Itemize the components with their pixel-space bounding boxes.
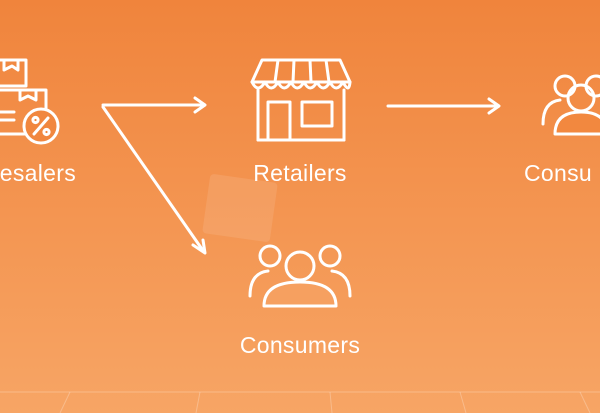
wholesale-boxes-icon <box>0 58 60 145</box>
arrow-retailers-to-consumers <box>386 97 501 115</box>
people-group-icon-right <box>541 74 600 136</box>
decorative-square <box>202 174 278 242</box>
arrow-wholesalers-to-retailers <box>101 96 207 114</box>
node-label-consumers-right: Consu <box>524 160 592 186</box>
node-label-retailers: Retailers <box>253 160 347 186</box>
node-label-consumers-bottom: Consumers <box>239 332 361 358</box>
people-group-icon-bottom <box>248 244 352 308</box>
storefront-icon <box>250 58 352 142</box>
node-label-wholesalers: esalers <box>0 160 76 186</box>
bottom-grid <box>0 391 600 413</box>
arrow-wholesalers-to-consumers <box>101 105 207 255</box>
